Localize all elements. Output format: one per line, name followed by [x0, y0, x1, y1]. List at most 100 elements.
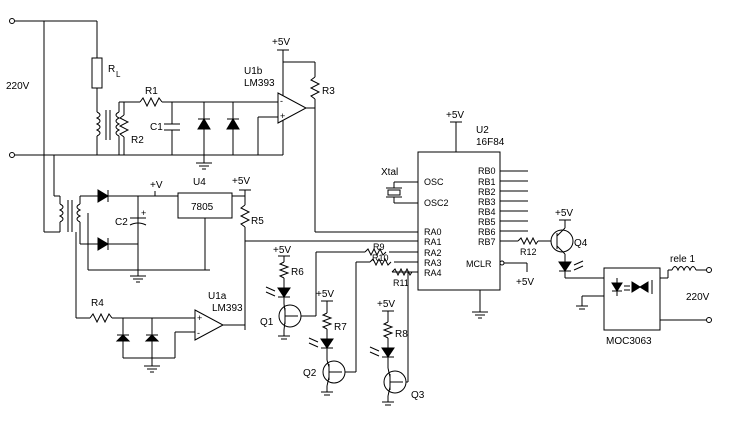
r5-resistor	[239, 204, 251, 228]
r3-resistor	[309, 76, 321, 100]
clamp-diode-3	[115, 334, 131, 342]
clamp-diode-2	[226, 118, 240, 130]
crystal-xtal	[387, 189, 401, 196]
r1-label: R1	[145, 86, 158, 97]
u2-supply: +5V	[446, 110, 464, 121]
clamp-diode-4	[144, 334, 160, 342]
led-1	[277, 287, 291, 298]
pin-ra0: RA0	[424, 227, 442, 237]
mains-input: 220V R L	[6, 18, 130, 232]
r9-label: R9	[373, 242, 385, 252]
xtal-label: Xtal	[381, 167, 398, 178]
r8-label: R8	[395, 329, 408, 340]
u2-part: 16F84	[476, 137, 505, 148]
u1b-part: LM393	[244, 78, 275, 89]
svg-text:-: -	[197, 328, 200, 338]
mains-voltage-right: 220V	[686, 292, 710, 303]
r7-label: R7	[334, 322, 347, 333]
r3-label: R3	[322, 86, 335, 97]
r6-label: R6	[291, 267, 304, 278]
vplus-label: +V	[150, 180, 163, 191]
optocoupler-moc3063	[603, 267, 661, 331]
pin-rb3: RB3	[478, 197, 496, 207]
r7-resistor	[321, 312, 333, 330]
pin-osc: OSC	[424, 177, 444, 187]
pin-rb4: RB4	[478, 207, 496, 217]
svg-text:+: +	[141, 208, 146, 218]
relay-output: R12 Q4 +5V MOC3063	[517, 208, 712, 347]
q4-label: Q4	[574, 238, 588, 249]
pin-ra1: RA1	[424, 237, 442, 247]
pin-rb0: RB0	[478, 166, 496, 176]
comparator-u1a	[194, 309, 225, 341]
r4-resistor	[89, 312, 113, 324]
r9-resistor	[364, 247, 387, 257]
transistor-q4	[550, 229, 574, 253]
pin-rb1: RB1	[478, 177, 496, 187]
regulator-7805	[177, 192, 233, 219]
pin-ra4: RA4	[424, 268, 442, 278]
pin-mclr: MCLR	[466, 259, 492, 269]
clamp-diode-1	[197, 118, 211, 130]
u1a-part: LM393	[212, 303, 243, 314]
pin-rb7: RB7	[478, 237, 496, 247]
relay-coil	[671, 266, 697, 272]
svg-text:+: +	[197, 313, 202, 323]
pin-rb6: RB6	[478, 227, 496, 237]
pin-ra2: RA2	[424, 248, 442, 258]
zero-cross-detector: R4 + - U1a LM393	[76, 291, 245, 373]
r10-resistor	[369, 257, 392, 267]
reg-out-label: +5V	[232, 176, 250, 187]
rectifier-diode-2	[97, 237, 109, 251]
r4-label: R4	[91, 298, 104, 309]
comparator-u1b	[277, 92, 308, 124]
pin-osc2: OSC2	[424, 198, 449, 208]
r2-resistor	[118, 114, 130, 138]
svg-text:+: +	[280, 111, 285, 121]
mclr-supply: +5V	[516, 277, 534, 288]
led-3	[381, 347, 395, 358]
r11-label: R11	[393, 278, 409, 288]
r6-resistor	[278, 261, 290, 279]
r12-resistor	[517, 236, 539, 246]
c1-label: C1	[150, 122, 163, 133]
led-4	[558, 261, 572, 272]
mains-voltage-left: 220V	[6, 81, 30, 92]
r8-resistor	[382, 321, 394, 339]
led-2	[320, 338, 334, 349]
r2-label: R2	[131, 135, 144, 146]
power-supply: +V C2 + 7805 U4 +5V R5	[44, 176, 418, 330]
r5-label: R5	[251, 216, 264, 227]
rl-load-resistor	[91, 57, 103, 89]
q1-label: Q1	[260, 317, 274, 328]
q3-label: Q3	[411, 390, 425, 401]
pic-microcontroller: U2 16F84 +5V OSC OSC2 RA0 RA1 RA2 RA3 RA…	[381, 110, 534, 319]
rectifier-diode-1	[97, 189, 109, 203]
rl-sub-label: L	[116, 70, 121, 79]
moc-label: MOC3063	[606, 336, 652, 347]
sense-filter: R1 R2 C1 - + U1b LM393	[118, 37, 418, 233]
r10-label: R10	[372, 253, 389, 263]
relay-label: rele 1	[670, 254, 695, 265]
pin-rb2: RB2	[478, 187, 496, 197]
q2-label: Q2	[303, 368, 317, 379]
u1a-label: U1a	[208, 291, 227, 302]
reg-label: 7805	[191, 202, 214, 213]
q4-supply: +5V	[555, 208, 573, 219]
pin-rb5: RB5	[478, 217, 496, 227]
r6-supply: +5V	[273, 245, 291, 256]
c2-label: C2	[115, 217, 128, 228]
rl-label: R	[108, 64, 115, 75]
u2-chip	[417, 151, 501, 291]
pin-ra3: RA3	[424, 258, 442, 268]
r8-supply: +5V	[377, 299, 395, 310]
u1b-label: U1b	[244, 66, 263, 77]
r1-resistor	[139, 96, 163, 108]
u1b-supply: +5V	[272, 37, 290, 48]
led-drivers: R9 Q1 +5V R6 R10	[260, 242, 425, 406]
u4-label: U4	[193, 177, 206, 188]
svg-text:-: -	[280, 96, 283, 106]
u2-label: U2	[476, 125, 489, 136]
r7-supply: +5V	[316, 289, 334, 300]
